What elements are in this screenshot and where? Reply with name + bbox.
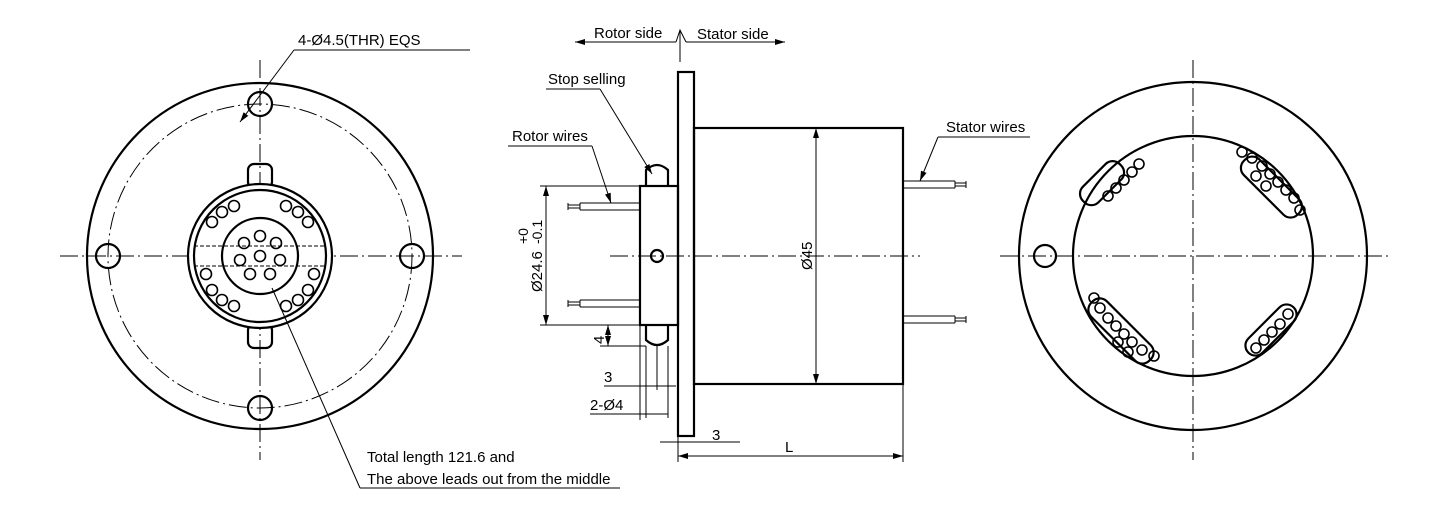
rotor-tol-upper: +0 (515, 228, 531, 244)
mounting-holes (94, 90, 426, 422)
note-line-1: Total length 121.6 and (367, 449, 515, 466)
rotor-side-label: Rotor side (594, 25, 662, 42)
pin-diameter-dim: 2-Ø4 (590, 397, 623, 414)
pin-offset-dim: 3 (604, 369, 612, 386)
stator-wires (903, 180, 967, 324)
body-diameter-dim: Ø45 (799, 242, 816, 270)
stop-selling-label: Stop selling (548, 71, 626, 88)
rotor-tol-lower: -0.1 (529, 220, 545, 244)
rotor-wires (567, 202, 640, 308)
rotor-wires-label: Rotor wires (512, 128, 588, 145)
pin-height-dim: 4 (591, 336, 608, 344)
holes-callout: 4-Ø4.5(THR) EQS (298, 32, 421, 49)
rear-view-stator (1000, 60, 1392, 460)
stator-wires-label: Stator wires (946, 119, 1025, 136)
front-view-rotor: 4-Ø4.5(THR) EQS Total length 121.6 and T… (60, 32, 620, 489)
stator-side-label: Stator side (697, 26, 769, 43)
rotor-diameter-dim: Ø24.6 (529, 251, 546, 292)
flange-thickness-dim: 3 (712, 427, 720, 444)
note-line-2: The above leads out from the middle (367, 471, 610, 488)
side-view: Rotor side Stator side Stop selling Roto… (508, 25, 1030, 462)
length-dim: L (785, 439, 793, 456)
